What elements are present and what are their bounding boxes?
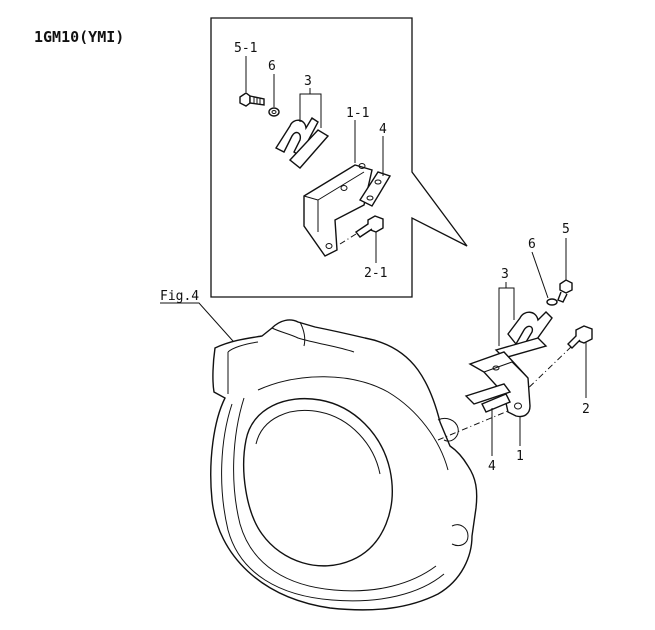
main-plate-4 [464,383,512,413]
inset-washer-6 [268,107,280,117]
assembly-axis [437,405,521,441]
leader-main-6 [531,251,549,299]
flywheel-housing [210,319,478,611]
inset-plate-4 [358,171,392,207]
callout-inset-1-1: 1-1 [346,106,369,121]
inset-clamp-3 [274,117,330,169]
main-washer-6 [546,298,558,306]
callout-inset-5-1: 5-1 [234,41,257,56]
callout-main-2: 2 [582,402,590,417]
inset-bolt-5-1 [239,92,265,107]
callout-inset-3: 3 [304,74,312,89]
inset-bracket-3 [299,88,322,128]
inset-bracket-1-1 [303,163,373,257]
callout-main-1: 1 [516,449,524,464]
main-bolt-5 [557,279,573,303]
callout-inset-2-1: 2-1 [364,266,387,281]
callout-inset-4: 4 [379,122,387,137]
model-label: 1GM10(YMI) [34,28,124,46]
inset-bolt-2-1 [339,215,384,245]
callout-main-5: 5 [562,222,570,237]
fig-ref-leader [160,302,242,351]
fig-ref-label: Fig.4 [160,289,199,304]
inset-frame [210,17,468,298]
main-bracket-1 [468,351,531,418]
main-clamp-3 [494,311,553,359]
callout-inset-6: 6 [268,59,276,74]
main-bolt-2 [567,325,593,349]
bracket-main-3 [498,282,515,346]
callout-main-4: 4 [488,459,496,474]
callout-main-6: 6 [528,237,536,252]
callout-main-3: 3 [501,267,509,282]
